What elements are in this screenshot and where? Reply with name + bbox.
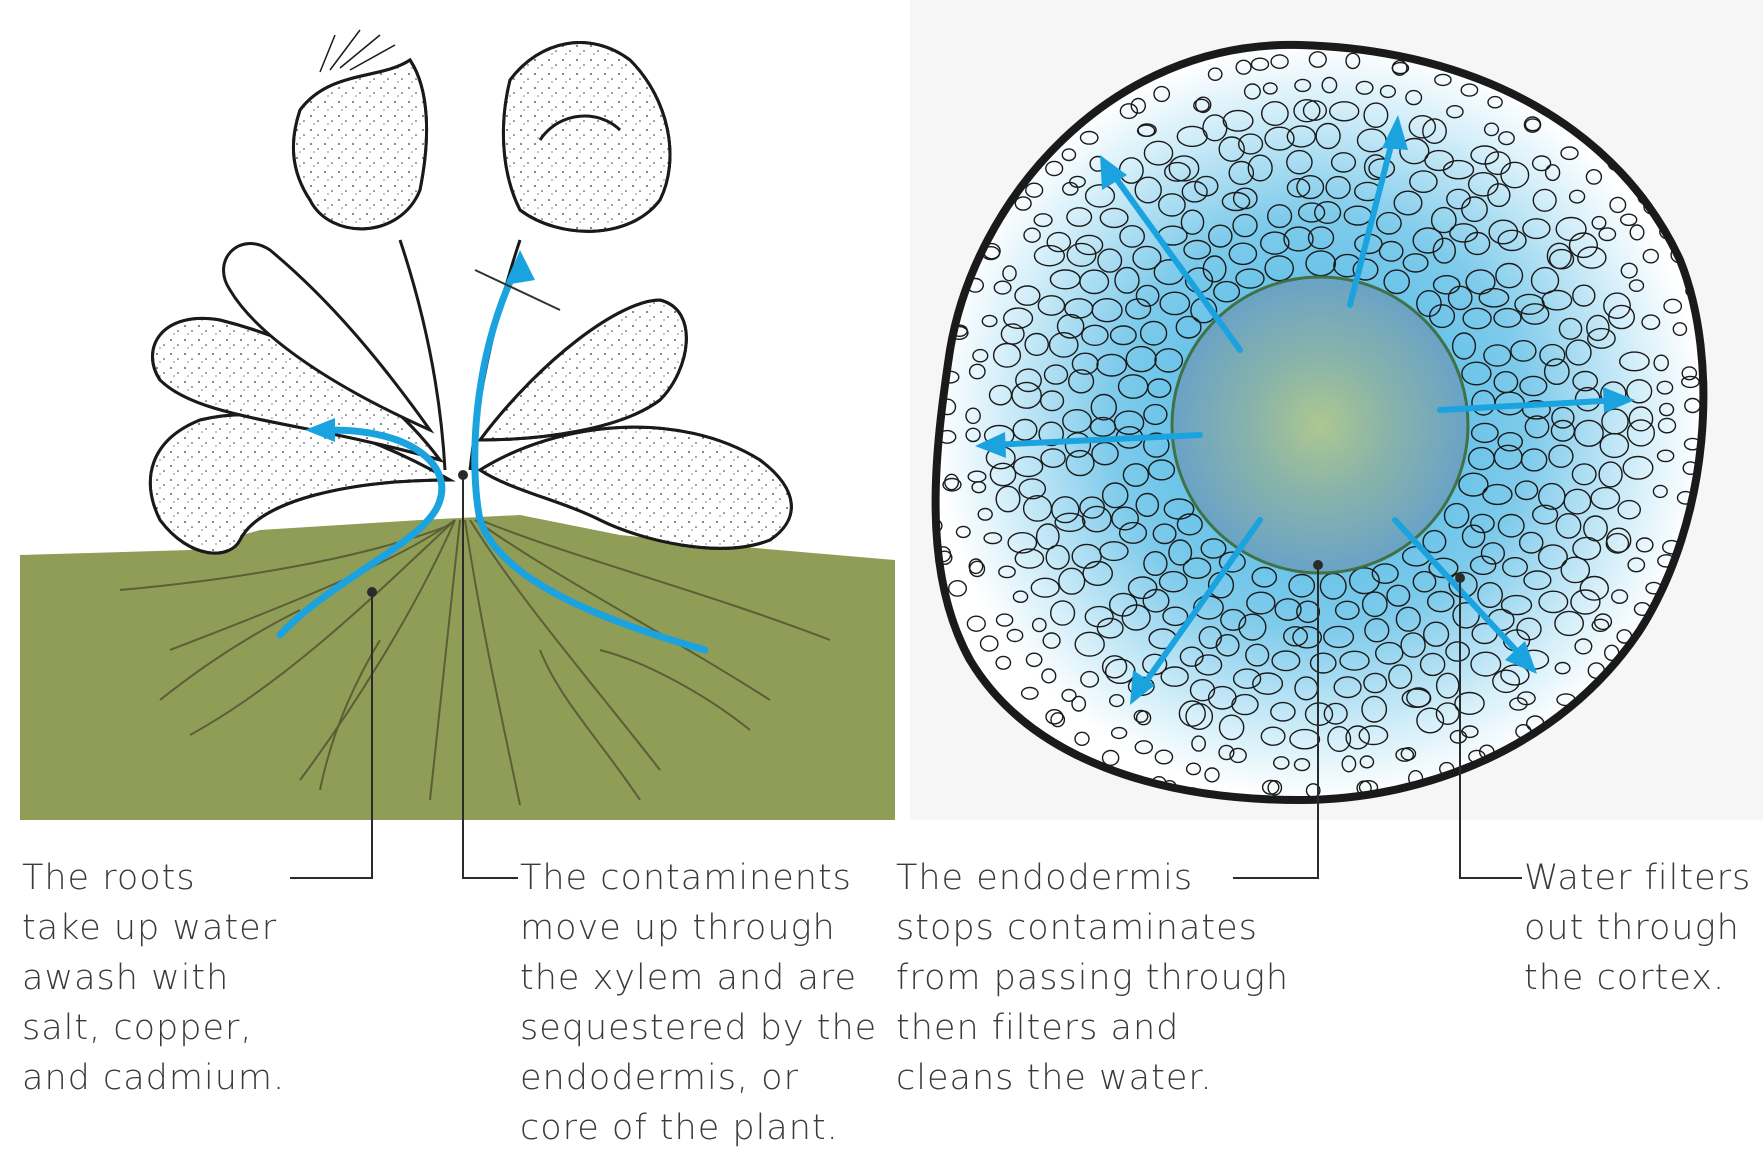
- caption-line: endodermis, or: [520, 1053, 877, 1103]
- caption-line: The endodermis: [896, 853, 1289, 903]
- caption-line: core of the plant.: [520, 1103, 877, 1153]
- caption-line: cleans the water.: [896, 1053, 1289, 1103]
- caption-line: the cortex.: [1524, 953, 1751, 1003]
- leaves: [150, 240, 791, 553]
- caption-line: salt, copper,: [22, 1003, 285, 1053]
- caption-roots: The roots take up water awash with salt,…: [22, 853, 285, 1103]
- caption-water: Water filters out through the cortex.: [1524, 853, 1751, 1003]
- caption-line: The roots: [22, 853, 285, 903]
- caption-line: then filters and: [896, 1003, 1289, 1053]
- soil: [20, 515, 895, 820]
- caption-line: move up through: [520, 903, 877, 953]
- flower-buds: [293, 30, 670, 231]
- caption-contaminents: The contaminents move up through the xyl…: [520, 853, 877, 1153]
- plant-illustration: [20, 30, 895, 820]
- caption-endodermis: The endodermis stops contaminates from p…: [896, 853, 1289, 1103]
- caption-line: and cadmium.: [22, 1053, 285, 1103]
- caption-line: stops contaminates: [896, 903, 1289, 953]
- caption-line: take up water: [22, 903, 285, 953]
- caption-line: from passing through: [896, 953, 1289, 1003]
- caption-line: awash with: [22, 953, 285, 1003]
- caption-line: out through: [1524, 903, 1751, 953]
- caption-line: The contaminents: [520, 853, 877, 903]
- caption-line: Water filters: [1524, 853, 1751, 903]
- caption-line: the xylem and are: [520, 953, 877, 1003]
- caption-line: sequestered by the: [520, 1003, 877, 1053]
